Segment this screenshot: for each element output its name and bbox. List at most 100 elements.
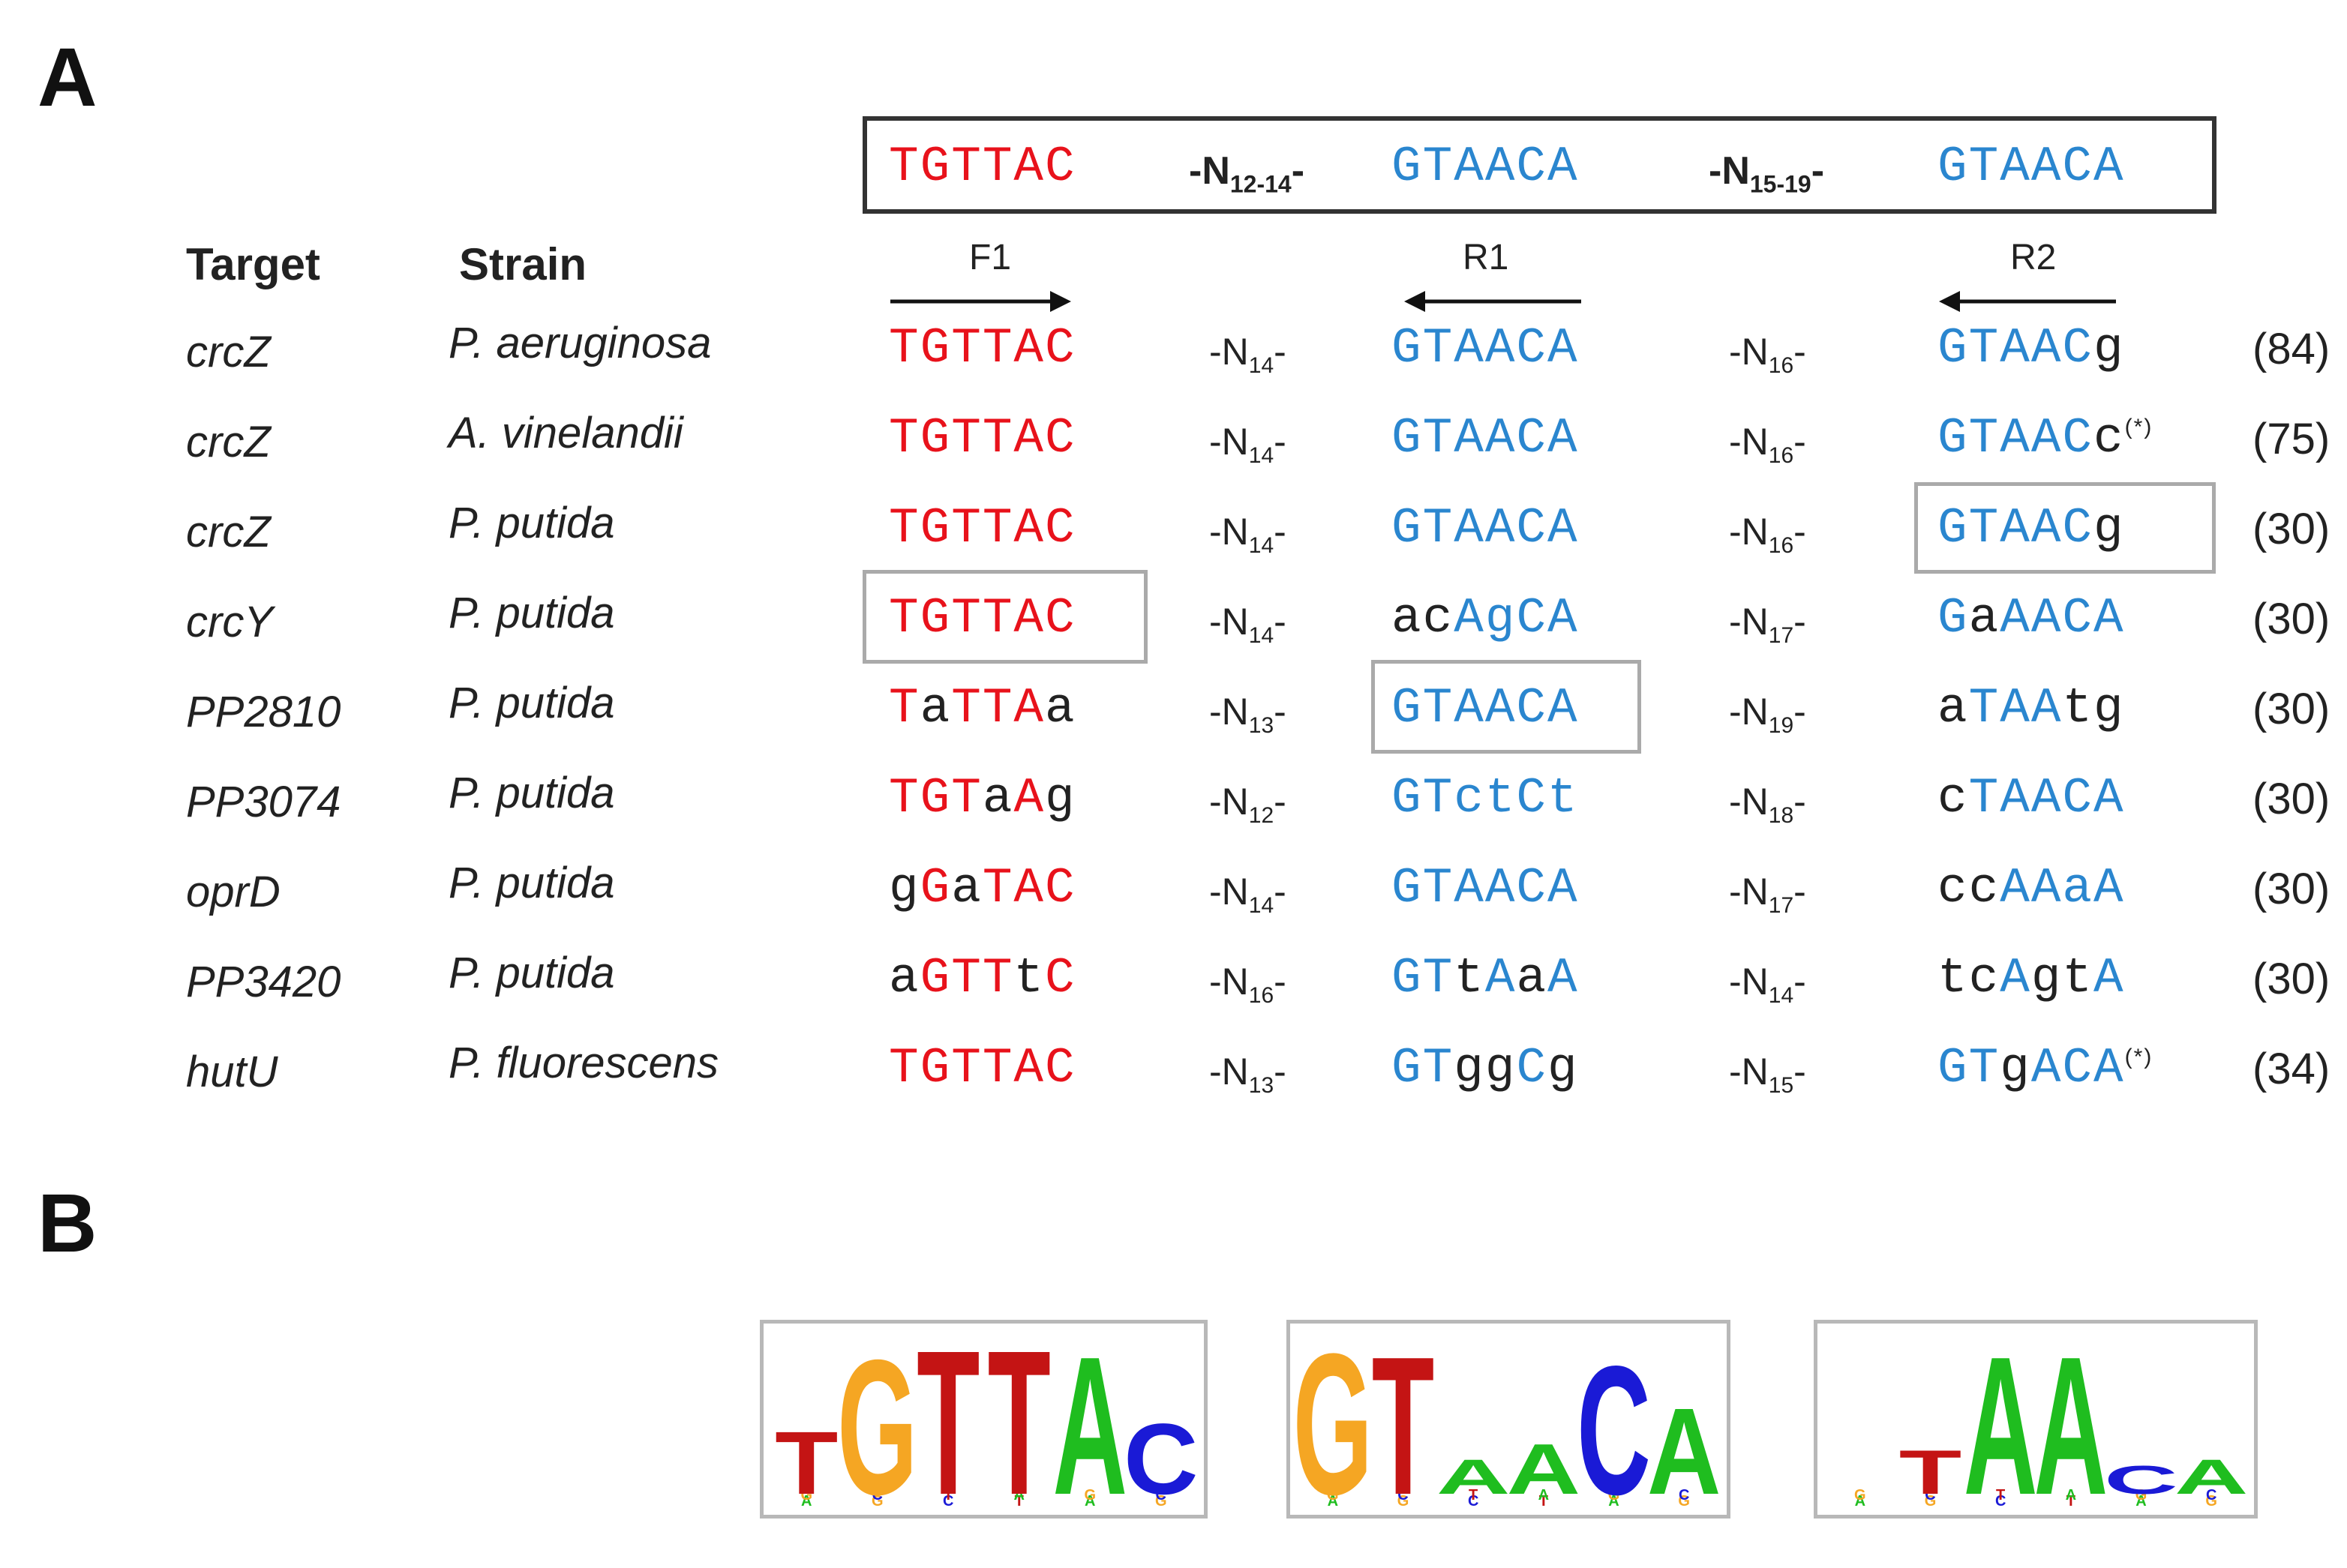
row-r1-site-segment: CA (1516, 590, 1579, 646)
arrow-label-f1: F1 (969, 238, 1012, 277)
row-r2-site: GTAACg (1937, 504, 2125, 553)
row-f1-site-segment: GTT (920, 950, 1014, 1006)
row-r1-site-segment: C (1516, 1040, 1548, 1096)
row-gap2: -N14- (1729, 961, 1806, 1008)
logo-minor-letter: T (1469, 1487, 1478, 1504)
logo-minor-letter: A (1855, 1493, 1865, 1510)
row-gap1: -N14- (1209, 871, 1286, 918)
panel-a-label: A (38, 31, 98, 124)
row-r1-site-segment: GT (1391, 1040, 1454, 1096)
row-r2-site-segment: g (2093, 320, 2125, 376)
gap-length: 14 (1248, 353, 1274, 378)
row-r1-site-segment: Ag (1454, 590, 1517, 646)
row-f1-site: TGTTAC (889, 1044, 1076, 1093)
row-r1-site-segment: GTAACA (1391, 500, 1579, 556)
arrow-f1-right (890, 291, 1071, 312)
row-r1-site-segment: GTAACA (1391, 680, 1579, 736)
row-r2-site: GTAACc(*) (1937, 414, 2153, 463)
gap-length: 15 (1768, 1073, 1794, 1098)
logo-letter-A: A (1436, 1450, 1511, 1505)
logo-letter-A: A (2034, 1324, 2108, 1515)
row-f1-site-segment: TGTTAC (889, 1040, 1076, 1096)
row-r2-site-segment: a (1968, 590, 2000, 646)
row-r1-site-segment: gg (1454, 1040, 1517, 1096)
row-gap1: -N12- (1209, 781, 1286, 828)
row-gap2: -N17- (1729, 871, 1806, 918)
logo-minor-letter: C (872, 1487, 883, 1504)
row-r1-site: GTAACA (1391, 504, 1579, 553)
logo-minor-letter: T (1996, 1487, 2005, 1504)
row-r1-site: acAgCA (1391, 594, 1579, 643)
row-r2-site-segment: A (2000, 950, 2031, 1006)
row-target: crcZ (186, 418, 271, 466)
row-target: crcY (186, 598, 273, 646)
arrow-r1-left (1404, 291, 1581, 312)
row-r1-site-segment: GTAACA (1391, 410, 1579, 466)
logo-letter-A: A (1507, 1429, 1581, 1509)
logo-minor-letter: A (1014, 1487, 1025, 1504)
logo-letter-C: C (1577, 1329, 1651, 1515)
row-gap2: -N17- (1729, 601, 1806, 648)
gap-length: 17 (1768, 893, 1794, 918)
row-reference: (75) (2252, 415, 2330, 463)
row-r1-site-segment: g (1547, 1040, 1579, 1096)
row-target: PP3074 (186, 778, 341, 826)
row-r1-site: GTggCg (1391, 1044, 1579, 1093)
row-r2-site-segment: GTAAC (1937, 410, 2094, 466)
row-target: crcZ (186, 508, 271, 556)
row-f1-site: TaTTAa (889, 684, 1076, 733)
row-r2-site-segment: ACA (2030, 1040, 2125, 1096)
row-r1-site-segment: A (1547, 950, 1579, 1006)
row-r2-site-segment: cc (1937, 860, 2000, 916)
logo-minor-letter: A (1608, 1493, 1619, 1510)
row-f1-site: gGaTAC (889, 864, 1076, 913)
consensus-r1: GTAACA (1391, 139, 1579, 195)
logo-letter-G: G (1293, 1324, 1373, 1515)
row-reference: (30) (2252, 775, 2330, 823)
row-gap1: -N14- (1209, 511, 1286, 558)
arrow-r2-left (1939, 291, 2116, 312)
row-r2-site-segment: tc (1937, 950, 2000, 1006)
row-f1-site-segment: TGTTAC (889, 320, 1076, 376)
logo-minor-letter: G (1854, 1487, 1866, 1504)
row-gap1: -N16- (1209, 961, 1286, 1008)
logo-minor-letter: T (1539, 1493, 1548, 1510)
row-r2-site-segment: A (2093, 860, 2125, 916)
row-gap2: -N16- (1729, 421, 1806, 468)
consensus-gap1: -N12-14- (1189, 149, 1305, 198)
gap-length: 16 (1768, 353, 1794, 378)
logo-letter-A: A (1053, 1324, 1127, 1515)
gap-length: 19 (1768, 713, 1794, 738)
logo-minor-letter: G (1327, 1487, 1339, 1504)
logo-minor-letter: T (1015, 1493, 1024, 1510)
logo-letter-G: G (837, 1324, 917, 1515)
row-f1-site-segment: TTA (951, 680, 1046, 736)
row-gap2: -N18- (1729, 781, 1806, 828)
row-r2-site-segment: GT (1937, 1040, 2000, 1096)
row-r2-site-segment: TAACA (1968, 770, 2125, 826)
row-r2-site: ccAAaA (1937, 864, 2125, 913)
row-f1-site: TGTTAC (889, 414, 1076, 463)
gap-length: 14 (1248, 893, 1274, 918)
logo-minor-letter: A (2066, 1487, 2076, 1504)
row-f1-site-segment: TGTTAC (889, 410, 1076, 466)
gap-length: 14 (1248, 443, 1274, 468)
logo-minor-letter: C (2206, 1487, 2216, 1504)
row-gap2: -N15- (1729, 1051, 1806, 1098)
row-r1-site-segment: A (1484, 950, 1517, 1006)
row-gap2: -N19- (1729, 691, 1806, 738)
row-reference: (34) (2252, 1045, 2330, 1093)
row-r1-site-segment: a (1516, 950, 1548, 1006)
row-r2-site-segment: AAa (2000, 860, 2094, 916)
footnote-marker: (*) (2124, 415, 2153, 439)
row-f1-site: aGTTtC (889, 954, 1076, 1003)
logo-minor-letter: C (1156, 1487, 1166, 1504)
row-r2-site: aTAAtg (1937, 684, 2125, 733)
row-f1-site: TGTTAC (889, 594, 1076, 643)
row-gap2: -N16- (1729, 331, 1806, 378)
gap-length: 17 (1768, 623, 1794, 648)
row-r1-site: GTAACA (1391, 324, 1579, 373)
arrow-label-r1: R1 (1463, 238, 1509, 277)
gap-length: 16 (1768, 533, 1794, 558)
